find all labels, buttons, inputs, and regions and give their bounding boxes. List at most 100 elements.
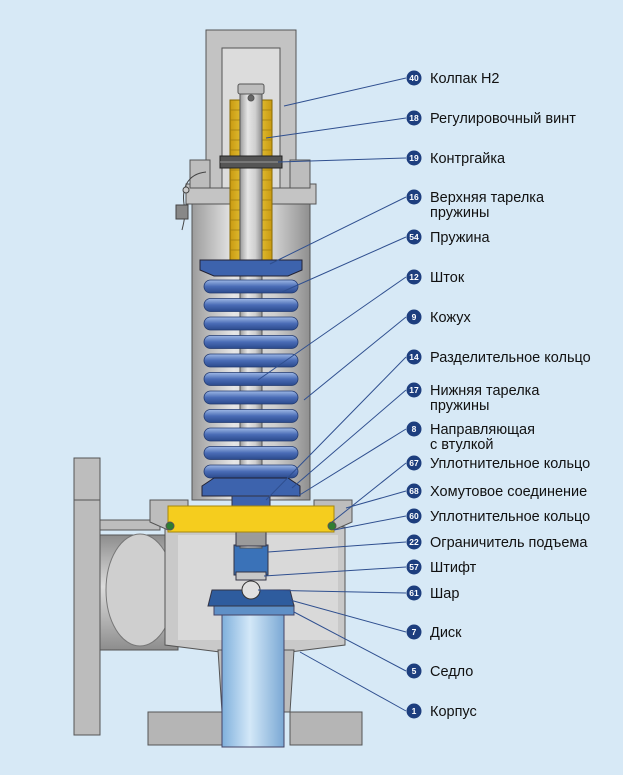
- leader-line-adjusting-screw: [265, 117, 407, 139]
- part-number-badge: [406, 703, 422, 719]
- part-label-ball: Шар: [430, 586, 459, 602]
- part-label-guide-bushing: с втулкой: [430, 437, 494, 453]
- clamp-connection: [149, 499, 353, 533]
- part-number: 8: [412, 424, 417, 434]
- part-number: 16: [409, 192, 419, 202]
- leader-line-ball: [257, 589, 407, 594]
- leader-line-spring: [281, 236, 407, 293]
- spring-coil: [203, 335, 299, 349]
- part-label-pin: Штифт: [430, 560, 477, 576]
- part-number-badge: [406, 269, 422, 285]
- part-number-badge: [406, 455, 422, 471]
- part-number: 67: [409, 458, 419, 468]
- part-number: 40: [409, 73, 419, 83]
- leader-line-disc: [289, 599, 407, 633]
- part-number-badge: [406, 663, 422, 679]
- part-number: 19: [409, 153, 419, 163]
- leader-line-separating-ring: [265, 356, 407, 501]
- part-label-spring: Пружина: [430, 230, 491, 246]
- part-number-badge: [406, 349, 422, 365]
- part-label-stem: Шток: [430, 270, 465, 286]
- leader-line-upper-spring-plate: [269, 196, 407, 265]
- part-label-lift-limiter: Ограничитель подъема: [430, 535, 588, 551]
- leader-line-guide-bushing: [297, 428, 407, 497]
- leader-line-body: [299, 651, 407, 712]
- part-label-lower-spring-plate: пружины: [430, 398, 489, 414]
- part-number-badge: [406, 421, 422, 437]
- seal-wire-tag: [175, 171, 207, 231]
- leader-line-seat: [293, 611, 407, 672]
- part-number-badge: [406, 110, 422, 126]
- leader-line-seal-ring-upper: [331, 462, 407, 523]
- lock-nut: [219, 155, 283, 169]
- part-label-adjusting-screw: Регулировочный винт: [430, 111, 576, 127]
- part-label-cap: Колпак H2: [430, 71, 499, 87]
- part-number: 22: [409, 537, 419, 547]
- part-number-badge: [406, 624, 422, 640]
- part-label-seat: Седло: [430, 664, 473, 680]
- spring-coil: [203, 446, 299, 460]
- seat-nozzle: [213, 604, 295, 748]
- leader-line-stem: [257, 276, 407, 381]
- spring: [203, 279, 299, 479]
- part-number: 68: [409, 486, 419, 496]
- part-number: 12: [409, 272, 419, 282]
- part-number-badge: [406, 483, 422, 499]
- spring-coil: [203, 298, 299, 312]
- leader-line-lower-spring-plate: [291, 389, 407, 489]
- part-number: 1: [412, 706, 417, 716]
- part-label-seal-ring-upper: Уплотнительное кольцо: [430, 456, 590, 472]
- part-number: 54: [409, 232, 419, 242]
- part-number-badge: [406, 508, 422, 524]
- spring-coil: [203, 353, 299, 368]
- part-number-badge: [406, 309, 422, 325]
- part-number-badge: [406, 534, 422, 550]
- spring-coil: [203, 316, 299, 331]
- part-number-badge: [406, 189, 422, 205]
- leader-line-bonnet: [303, 316, 407, 401]
- part-number-badge: [406, 150, 422, 166]
- part-number-badge: [406, 70, 422, 86]
- part-label-guide-bushing: Направляющая: [430, 422, 535, 438]
- part-number: 7: [412, 627, 417, 637]
- part-label-bonnet: Кожух: [430, 310, 471, 326]
- part-number: 9: [412, 312, 417, 322]
- part-number: 17: [409, 385, 419, 395]
- leader-line-clamp-connection: [345, 490, 407, 509]
- part-label-upper-spring-plate: Верхняя тарелка: [430, 190, 545, 206]
- part-label-disc: Диск: [430, 625, 462, 641]
- part-number: 5: [412, 666, 417, 676]
- part-label-body: Корпус: [430, 704, 477, 720]
- part-label-lock-nut: Контргайка: [430, 151, 506, 167]
- part-number-badge: [406, 229, 422, 245]
- leader-line-lock-nut: [277, 157, 407, 163]
- spring-coil: [203, 427, 299, 442]
- part-number: 61: [409, 588, 419, 598]
- part-number: 57: [409, 562, 419, 572]
- spring-coil: [203, 390, 299, 405]
- spring-coil: [203, 464, 299, 479]
- leader-lines: [257, 77, 407, 712]
- spring-coil: [203, 279, 299, 294]
- part-number-badge: [406, 559, 422, 575]
- spring-coil: [203, 409, 299, 423]
- part-label-clamp-connection: Хомутовое соединение: [430, 484, 587, 500]
- leader-line-seal-ring-lower: [333, 515, 407, 531]
- leader-line-cap: [283, 77, 407, 107]
- upper-spring-plate: [199, 259, 303, 277]
- part-number: 18: [409, 113, 419, 123]
- part-label-seal-ring-lower: Уплотнительное кольцо: [430, 509, 590, 525]
- part-label-lower-spring-plate: Нижняя тарелка: [430, 383, 540, 399]
- part-number: 14: [409, 352, 419, 362]
- part-number-badge: [406, 585, 422, 601]
- leader-line-pin: [263, 566, 407, 577]
- leader-line-lift-limiter: [267, 541, 407, 553]
- part-number-badge: [406, 382, 422, 398]
- part-label-separating-ring: Разделительное кольцо: [430, 350, 591, 366]
- part-label-upper-spring-plate: пружины: [430, 205, 489, 221]
- spring-coil: [203, 372, 299, 386]
- part-number: 60: [409, 511, 419, 521]
